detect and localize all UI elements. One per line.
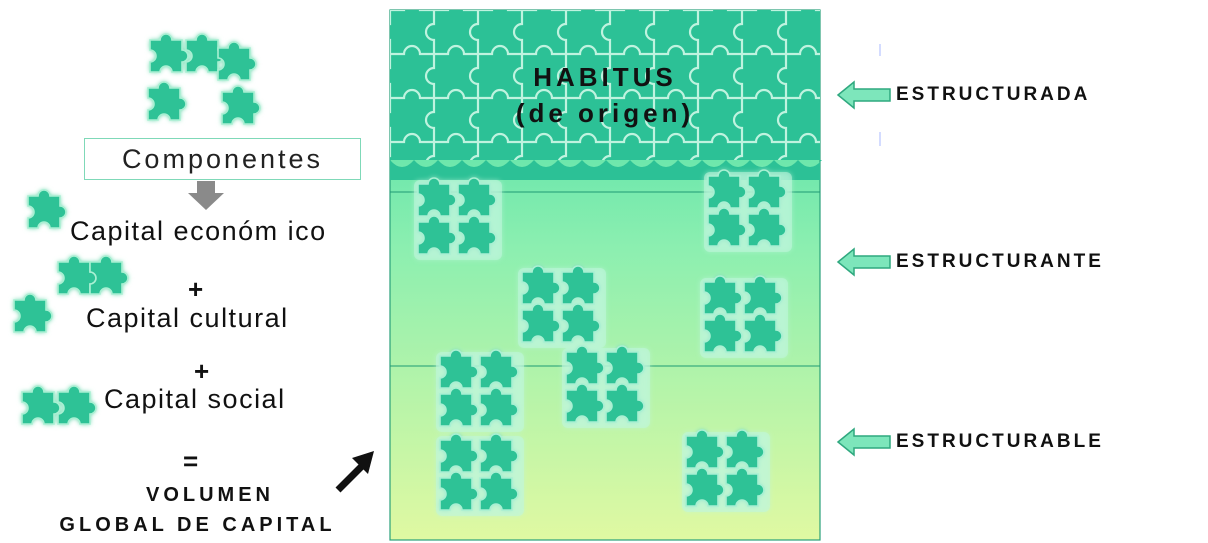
estructurante-label: ESTRUCTURANTE: [896, 251, 1104, 273]
puzzle-piece-icon: [14, 294, 52, 332]
puzzle-piece-icon: [28, 190, 66, 228]
left-arrow-icon: [838, 429, 890, 455]
puzzle-pieces-icon: [148, 34, 260, 124]
left-arrow-icon: [838, 82, 890, 108]
estructurada-label: ESTRUCTURADA: [896, 84, 1090, 106]
habitus-title-line1: HABITUS: [390, 62, 820, 93]
capital-social-label: Capital social: [104, 384, 286, 415]
puzzle-cluster: [700, 276, 788, 358]
puzzle-cluster: [518, 266, 606, 348]
componentes-label: Componentes: [122, 144, 323, 175]
estructurable-label: ESTRUCTURABLE: [896, 431, 1104, 453]
componentes-down-arrow: [188, 181, 224, 210]
puzzle-cluster: [414, 178, 502, 260]
volumen-label: VOLUMEN: [60, 484, 360, 507]
global-de-capital-label: GLOBAL DE CAPITAL: [0, 514, 395, 537]
equals-symbol: =: [183, 446, 198, 477]
componentes-box: Componentes: [84, 138, 361, 180]
habitus-title-line2: (de origen): [390, 98, 820, 129]
plus-symbol: +: [194, 356, 209, 387]
puzzle-cluster: [436, 434, 524, 516]
left-arrow-icon: [838, 249, 890, 275]
puzzle-cluster: [682, 430, 770, 512]
capital-economico-label: Capital económ ico: [70, 216, 327, 247]
puzzle-pair-icon: [22, 386, 96, 424]
puzzle-pair-icon: [58, 256, 128, 294]
puzzle-cluster: [562, 346, 650, 428]
plus-symbol: +: [188, 274, 203, 305]
capital-cultural-label: Capital cultural: [86, 303, 289, 334]
puzzle-cluster: [436, 350, 524, 432]
puzzle-cluster: [704, 170, 792, 252]
